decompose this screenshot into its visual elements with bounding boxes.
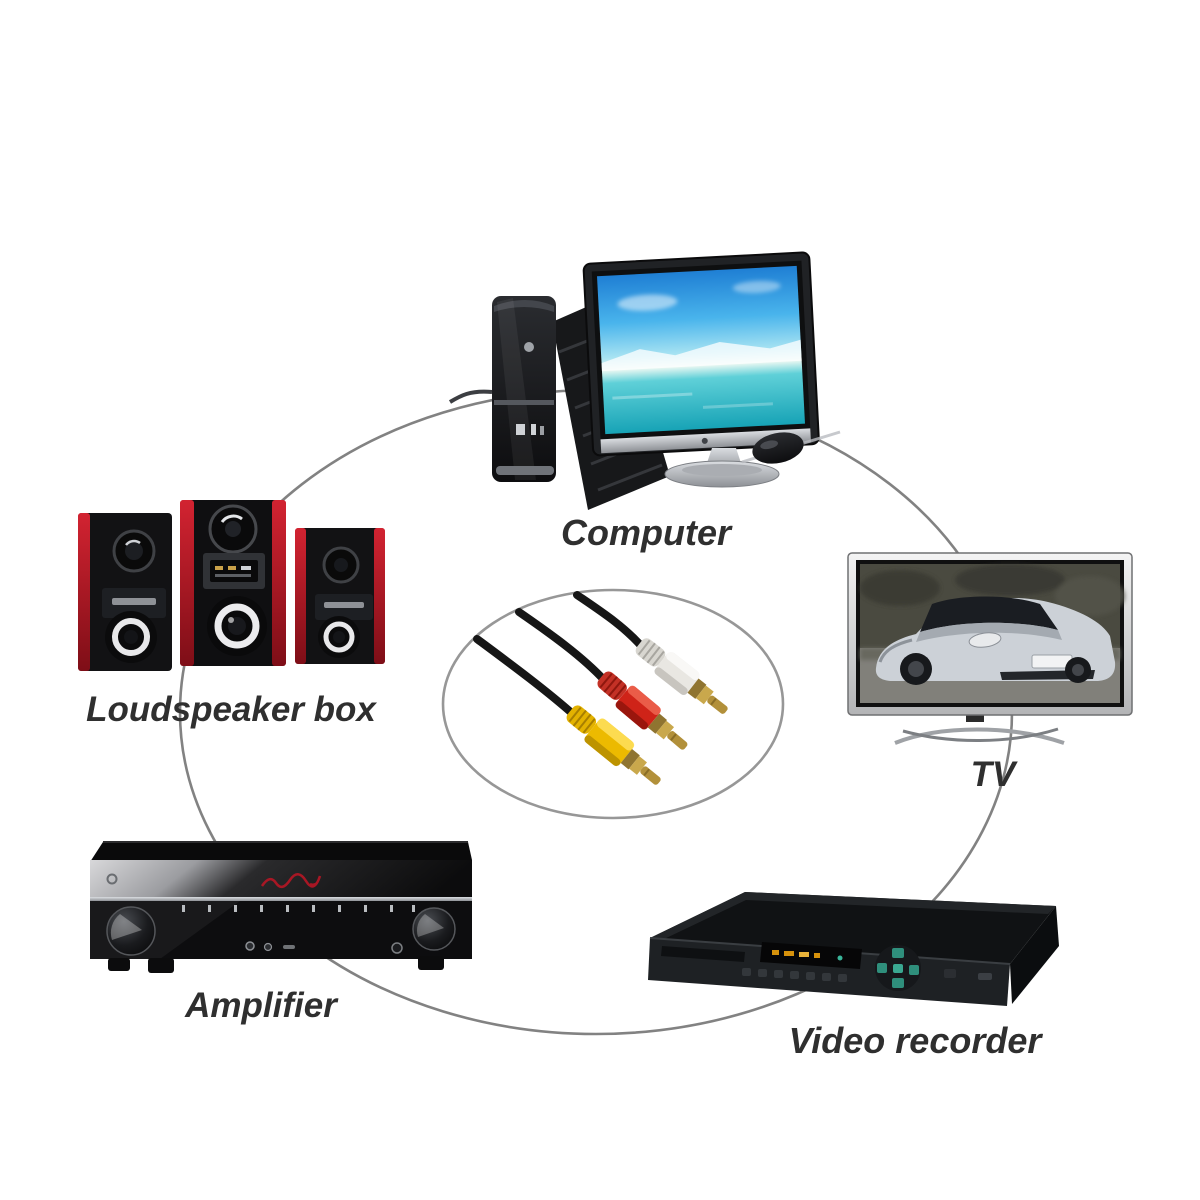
- car-image: [875, 596, 1116, 685]
- monitor-stand: [664, 448, 780, 488]
- rca-connector-white: [635, 638, 728, 714]
- tower-logo: [524, 342, 534, 352]
- vr-display: [760, 942, 862, 969]
- video-recorder-illustration: [648, 892, 1059, 1006]
- computer-label: Computer: [561, 512, 733, 553]
- rca-cable-illustration: [473, 591, 728, 785]
- amp-tick-marks: [182, 905, 415, 912]
- amp-power-button: [106, 873, 118, 885]
- computer-tower: [448, 296, 556, 482]
- rca-connector-yellow: [566, 705, 661, 785]
- amplifier-knob-left: [106, 906, 156, 956]
- computer-monitor: [582, 251, 820, 457]
- tv-screen: [860, 564, 1125, 703]
- amp-feet: [108, 956, 444, 973]
- vr-button-row: [742, 968, 847, 982]
- drive-slot: [516, 424, 525, 435]
- loudspeaker-label: Loudspeaker box: [86, 690, 377, 729]
- speaker-right: [295, 528, 385, 664]
- rca-connector-red: [597, 671, 688, 750]
- speaker-center: [180, 500, 286, 666]
- amplifier-illustration: [90, 841, 472, 973]
- amplifier-label: Amplifier: [184, 986, 339, 1025]
- cable-cords: [473, 591, 647, 719]
- amplifier-knob-right: [412, 907, 456, 951]
- video-recorder-label: Video recorder: [789, 1020, 1044, 1061]
- cable-oval-line: [441, 588, 785, 820]
- computer-illustration: [448, 251, 841, 510]
- tv-illustration: [847, 552, 1133, 745]
- computer-mouse: [741, 430, 841, 464]
- vr-top-face: [650, 892, 1056, 964]
- tv-stand: [894, 712, 1065, 745]
- vr-right-side: [1010, 906, 1059, 1004]
- vr-directional-pad: [875, 945, 921, 991]
- tv-label: TV: [971, 755, 1018, 794]
- amp-brand-logo-script: [260, 873, 322, 889]
- computer-keyboard: [552, 294, 670, 510]
- loudspeaker-illustration: [78, 500, 385, 671]
- speaker-left: [78, 513, 172, 671]
